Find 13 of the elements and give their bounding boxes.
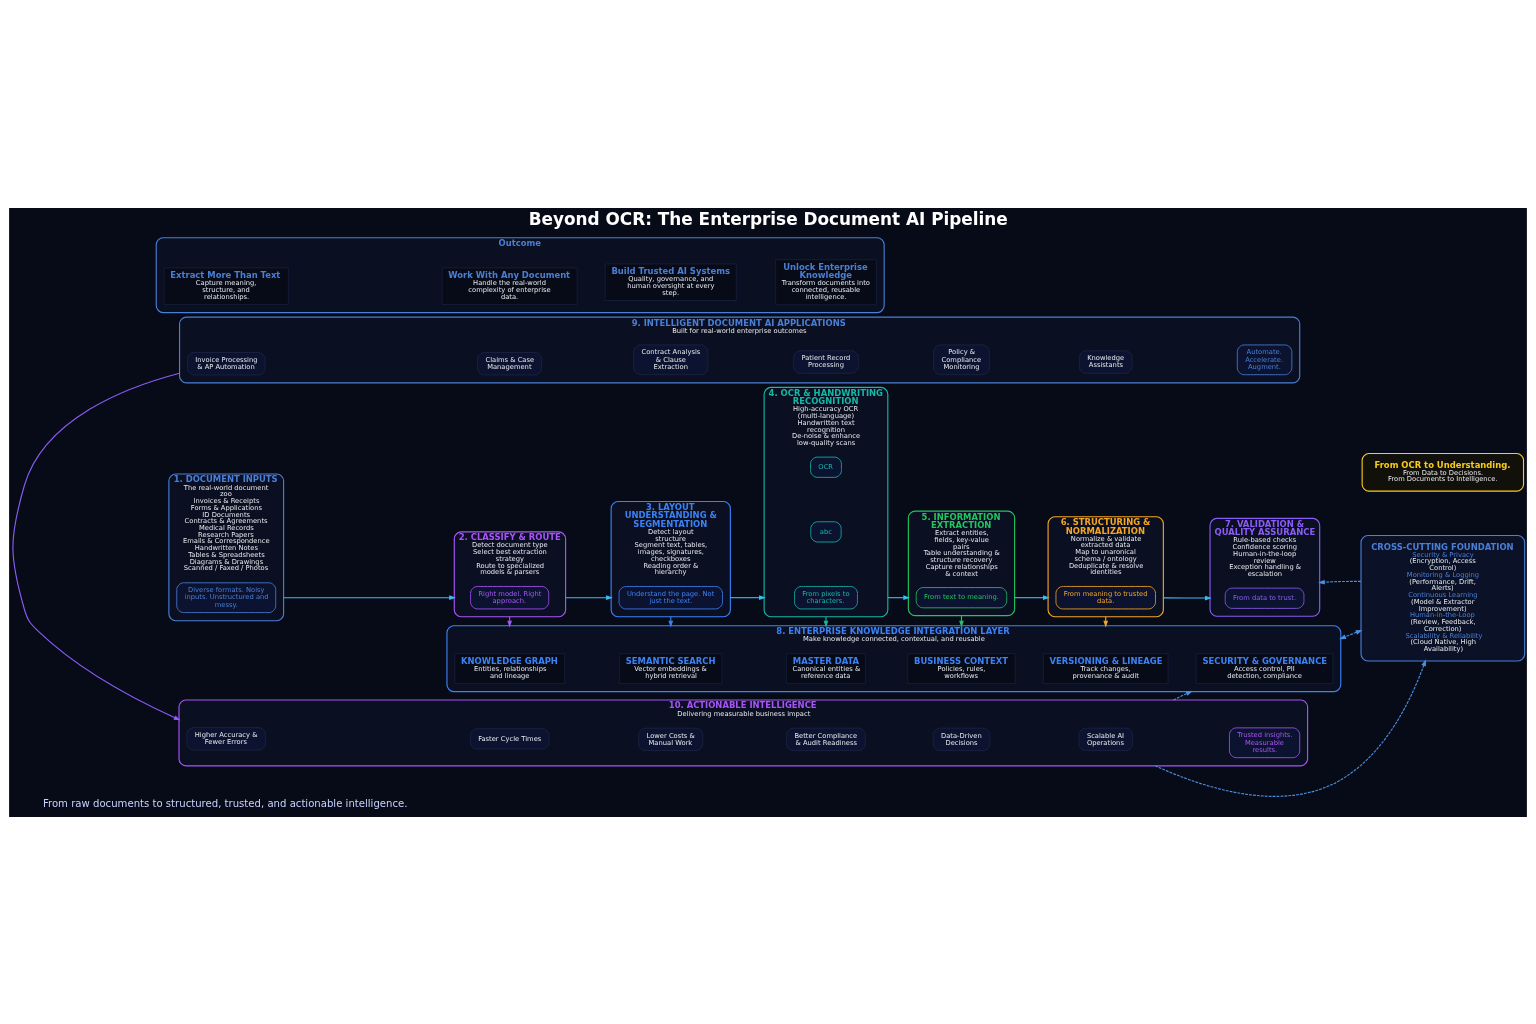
arrow: [12, 372, 181, 720]
label: From raw documents to structured, trusted, and actionable intelligence.: [42, 797, 408, 809]
arrow: [1339, 629, 1363, 639]
arrow: [1172, 690, 1193, 701]
arrow: [729, 594, 766, 600]
arrow: [1154, 658, 1426, 797]
arrow: [283, 594, 456, 600]
arrow: [823, 615, 829, 627]
diagram-title: Beyond OCR: The Enterprise Document AI Pipeline: [528, 208, 1008, 229]
arrow: [1162, 595, 1212, 600]
arrow: [565, 594, 613, 600]
arrow: [1014, 594, 1050, 600]
arrow: [1318, 579, 1362, 585]
